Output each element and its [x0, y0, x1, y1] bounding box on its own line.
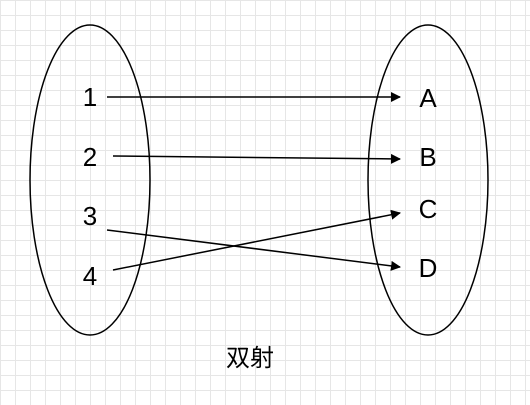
domain-ellipse [29, 24, 151, 336]
domain-element-3: 3 [83, 201, 97, 231]
diagram-caption: 双射 [226, 344, 274, 372]
arrow-2-to-B [112, 153, 401, 164]
codomain-element-B: B [419, 142, 436, 172]
domain-element-2: 2 [83, 142, 97, 172]
arrow-4-to-C [112, 209, 401, 271]
codomain-ellipse [367, 24, 489, 336]
codomain-element-C: C [419, 194, 438, 224]
codomain-element-D: D [419, 253, 438, 283]
domain-element-1: 1 [83, 82, 97, 112]
domain-element-4: 4 [83, 261, 97, 291]
arrow-3-to-D [106, 229, 401, 271]
codomain-element-A: A [419, 83, 437, 113]
